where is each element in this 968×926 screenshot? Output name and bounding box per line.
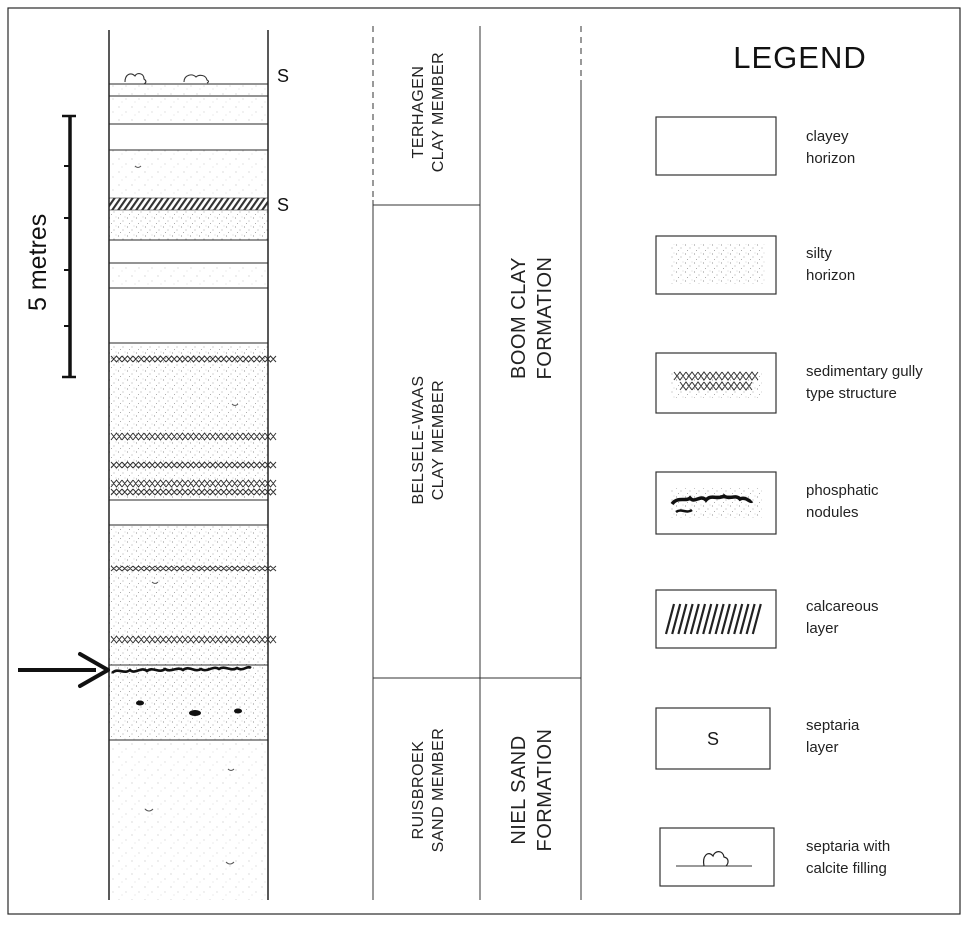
legend-item-clayey: clayey horizon bbox=[655, 116, 855, 176]
top-septaria-calcite bbox=[124, 73, 210, 85]
formation-niel-sand: NIEL SAND FORMATION bbox=[508, 728, 556, 851]
svg-text:calcite filling: calcite filling bbox=[806, 860, 887, 877]
svg-text:septaria with: septaria with bbox=[806, 838, 890, 855]
lithology-column: S S bbox=[108, 30, 289, 900]
dark-nodules bbox=[136, 700, 242, 716]
shell-marks bbox=[134, 165, 239, 865]
svg-text:CLAY MEMBER: CLAY MEMBER bbox=[430, 52, 447, 173]
svg-text:BOOM CLAY: BOOM CLAY bbox=[508, 257, 530, 379]
member-belsele-waas: BELSELE-WAAS CLAY MEMBER bbox=[410, 375, 447, 504]
gully-structures bbox=[110, 355, 277, 644]
calcareous-layer-icon bbox=[664, 603, 762, 635]
septaria-layer-icon: S bbox=[707, 729, 719, 749]
svg-text:silty: silty bbox=[806, 245, 832, 262]
svg-text:BELSELE-WAAS: BELSELE-WAAS bbox=[410, 375, 427, 504]
svg-text:type structure: type structure bbox=[806, 385, 897, 402]
svg-text:sedimentary gully: sedimentary gully bbox=[806, 363, 923, 380]
legend: LEGEND clayey horizon silty horizon sedi… bbox=[655, 40, 923, 887]
sample-arrow bbox=[18, 652, 110, 688]
svg-text:phosphatic: phosphatic bbox=[806, 482, 879, 499]
legend-item-phosphatic: phosphatic nodules bbox=[655, 471, 879, 535]
member-ruisbroek: RUISBROEK SAND MEMBER bbox=[410, 728, 447, 853]
scale-label: 5 metres bbox=[24, 214, 52, 311]
silty-horizon-icon bbox=[670, 244, 765, 284]
formation-boom-clay: BOOM CLAY FORMATION bbox=[508, 256, 556, 379]
septaria-mark-top: S bbox=[277, 66, 289, 86]
svg-text:SAND MEMBER: SAND MEMBER bbox=[430, 728, 447, 853]
svg-text:layer: layer bbox=[806, 620, 839, 637]
svg-text:FORMATION: FORMATION bbox=[534, 256, 556, 379]
svg-text:layer: layer bbox=[806, 739, 839, 756]
svg-text:FORMATION: FORMATION bbox=[534, 728, 556, 851]
phosphatic-nodule-band bbox=[109, 664, 268, 675]
septaria-mark-calcareous: S bbox=[277, 195, 289, 215]
svg-text:TERHAGEN: TERHAGEN bbox=[410, 66, 427, 159]
legend-item-septaria-calcite: septaria with calcite filling bbox=[659, 827, 890, 887]
legend-item-calcareous: calcareous layer bbox=[655, 589, 879, 649]
legend-item-septaria: S septaria layer bbox=[655, 707, 860, 770]
gully-structure-icon bbox=[673, 371, 759, 391]
outer-frame bbox=[7, 7, 961, 915]
svg-text:clayey: clayey bbox=[806, 128, 849, 145]
svg-text:horizon: horizon bbox=[806, 150, 855, 167]
svg-text:horizon: horizon bbox=[806, 267, 855, 284]
svg-text:CLAY MEMBER: CLAY MEMBER bbox=[430, 380, 447, 501]
scale-bar: 5 metres bbox=[24, 114, 76, 379]
phosphatic-nodules-icon bbox=[670, 493, 754, 506]
member-terhagen: TERHAGEN CLAY MEMBER bbox=[410, 52, 447, 173]
svg-text:RUISBROEK: RUISBROEK bbox=[410, 741, 427, 840]
clayey-horizon-icon bbox=[655, 116, 777, 176]
legend-item-gully: sedimentary gully type structure bbox=[655, 352, 923, 414]
legend-title: LEGEND bbox=[733, 40, 866, 75]
svg-text:NIEL SAND: NIEL SAND bbox=[508, 735, 530, 844]
svg-text:nodules: nodules bbox=[806, 504, 859, 521]
svg-text:calcareous: calcareous bbox=[806, 598, 879, 615]
svg-text:septaria: septaria bbox=[806, 717, 860, 734]
stratigraphy-columns: TERHAGEN CLAY MEMBER BELSELE-WAAS CLAY M… bbox=[372, 26, 582, 900]
calcareous-layer-band bbox=[108, 197, 269, 211]
septaria-calcite-icon bbox=[703, 851, 729, 867]
legend-item-silty: silty horizon bbox=[655, 235, 855, 295]
